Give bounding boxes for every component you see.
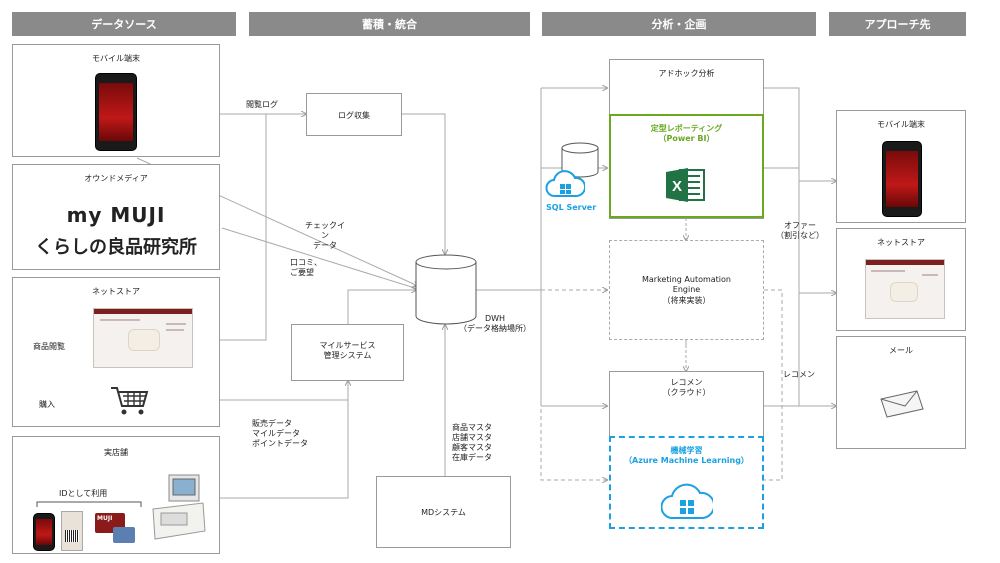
dwh-label: DWH （データ格納場所）: [459, 314, 531, 333]
header-data-sources: データソース: [12, 12, 236, 36]
checkin-data-label: チェックイン データ: [305, 221, 345, 250]
target-mobile-label: モバイル端末: [877, 120, 925, 129]
target-net-store-box: ネットストア: [836, 228, 966, 331]
mile-system-box: マイルサービス 管理システム: [291, 324, 404, 381]
kurashi-lab-logo: くらしの良品研究所: [35, 237, 197, 258]
sql-server-label: SQL Server: [546, 203, 597, 212]
azure-cloud-icon: [545, 170, 585, 197]
source-net-store-label: ネットストア: [92, 287, 140, 296]
customer-phone-icon: [33, 513, 55, 551]
sales-data-label: 販売データ マイルデータ ポイントデータ: [252, 419, 308, 448]
offer-label: オファー （割引など）: [776, 221, 824, 240]
md-system-label: MDシステム: [421, 508, 466, 517]
header-approach-targets: アプローチ先: [829, 12, 966, 36]
smartphone-icon: [95, 73, 137, 151]
source-net-store-box: ネットストア 商品閲覧 購入: [12, 277, 220, 427]
my-muji-logo: my MUJI: [66, 203, 166, 227]
reporting-box: 定型レポーティング （Power BI） X: [609, 114, 764, 218]
target-mail-box: メール: [836, 336, 966, 449]
blue-card-icon: [113, 527, 135, 543]
envelope-icon: [880, 390, 924, 418]
reporting-label: 定型レポーティング （Power BI）: [650, 124, 723, 144]
excel-icon: X: [666, 168, 705, 202]
log-collect-label: ログ収集: [338, 111, 370, 120]
header-analysis-planning: 分析・企画: [542, 12, 816, 36]
target-net-store-screenshot: [865, 259, 945, 319]
dwh-database-icon: [415, 254, 477, 325]
mile-system-label: マイルサービス 管理システム: [319, 341, 376, 361]
pos-register-icon: [152, 474, 206, 540]
source-real-store-box: 実店舗 IDとして利用 MUJI: [12, 436, 220, 554]
source-owned-media-label: オウンドメディア: [84, 174, 148, 183]
product-view-label: 商品閲覧: [33, 342, 65, 351]
browse-log-label: 閲覧ログ: [246, 100, 278, 109]
adhoc-analysis-label: アドホック分析: [658, 69, 715, 78]
svg-text:X: X: [672, 178, 682, 195]
azure-ml-cloud-icon: [661, 483, 713, 520]
header-storage-integration: 蓄積・統合: [249, 12, 530, 36]
shopping-cart-icon: [111, 387, 149, 415]
machine-learning-box: 機械学習 （Azure Machine Learning）: [609, 436, 764, 529]
recommend-cloud-label: レコメン （クラウド）: [662, 378, 711, 398]
source-mobile-label: モバイル端末: [92, 54, 140, 63]
md-system-box: MDシステム: [376, 476, 511, 548]
purchase-label: 購入: [39, 400, 55, 409]
target-mobile-box: モバイル端末: [836, 110, 966, 223]
net-store-screenshot: [93, 308, 193, 368]
marketing-automation-box: Marketing Automation Engine （将来実装）: [609, 240, 764, 340]
reviews-label: 口コミ、 ご要望: [290, 258, 322, 277]
id-use-bracket: [36, 501, 142, 507]
source-real-store-label: 実店舗: [104, 448, 128, 457]
target-mail-label: メール: [889, 346, 913, 355]
machine-learning-label: 機械学習 （Azure Machine Learning）: [624, 446, 749, 466]
recommend-edge-label: レコメン: [783, 370, 815, 379]
master-data-label: 商品マスタ 店舗マスタ 顧客マスタ 在庫データ: [452, 423, 492, 462]
marketing-automation-label: Marketing Automation Engine （将来実装）: [641, 275, 731, 305]
target-smartphone-icon: [882, 141, 922, 217]
barcode-card-icon: [61, 511, 83, 551]
target-net-store-label: ネットストア: [877, 238, 925, 247]
source-mobile-box: モバイル端末: [12, 44, 220, 157]
log-collect-box: ログ収集: [306, 93, 402, 136]
id-use-label: IDとして利用: [59, 489, 108, 498]
source-owned-media-box: オウンドメディア my MUJI くらしの良品研究所: [12, 164, 220, 270]
